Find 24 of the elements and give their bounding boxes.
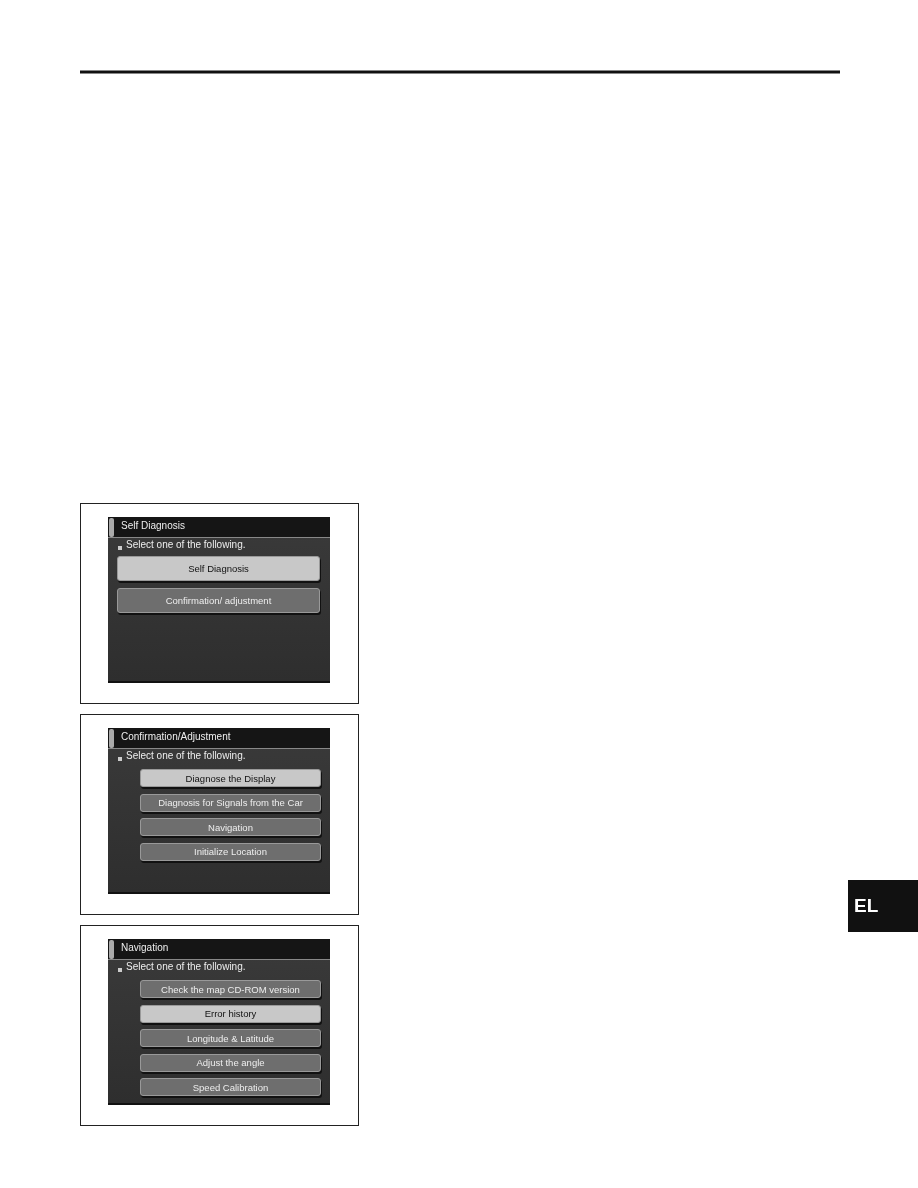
menu-button: Check the map CD-ROM version (140, 980, 321, 998)
menu-button: Self Diagnosis (117, 556, 320, 581)
menu-button: Adjust the angle (140, 1053, 321, 1072)
menu-button: Error history (140, 1004, 321, 1023)
menu-button: Diagnosis for Signals from the Car (140, 793, 321, 812)
menu-button: Confirmation/ adjustment (117, 588, 320, 613)
display-screen (108, 517, 330, 683)
instruction-text: Select one of the following. (126, 961, 246, 972)
screen-title: Navigation (121, 942, 169, 953)
menu-button: Navigation (140, 818, 321, 836)
section-tab: EL (848, 880, 918, 932)
instruction-text: Select one of the following. (126, 539, 246, 550)
screen-title: Self Diagnosis (121, 520, 185, 531)
menu-button: Speed Calibration (140, 1078, 321, 1096)
figure-frame (80, 503, 359, 704)
screen-title: Confirmation/Adjustment (121, 731, 231, 742)
instruction-text: Select one of the following. (126, 750, 246, 761)
menu-button: Diagnose the Display (140, 769, 321, 787)
figure-frame (80, 714, 359, 915)
display-screen (108, 939, 330, 1105)
figure-frame (80, 925, 359, 1126)
menu-button: Longitude & Latitude (140, 1029, 321, 1047)
menu-button: Initialize Location (140, 842, 321, 861)
display-screen (108, 728, 330, 894)
